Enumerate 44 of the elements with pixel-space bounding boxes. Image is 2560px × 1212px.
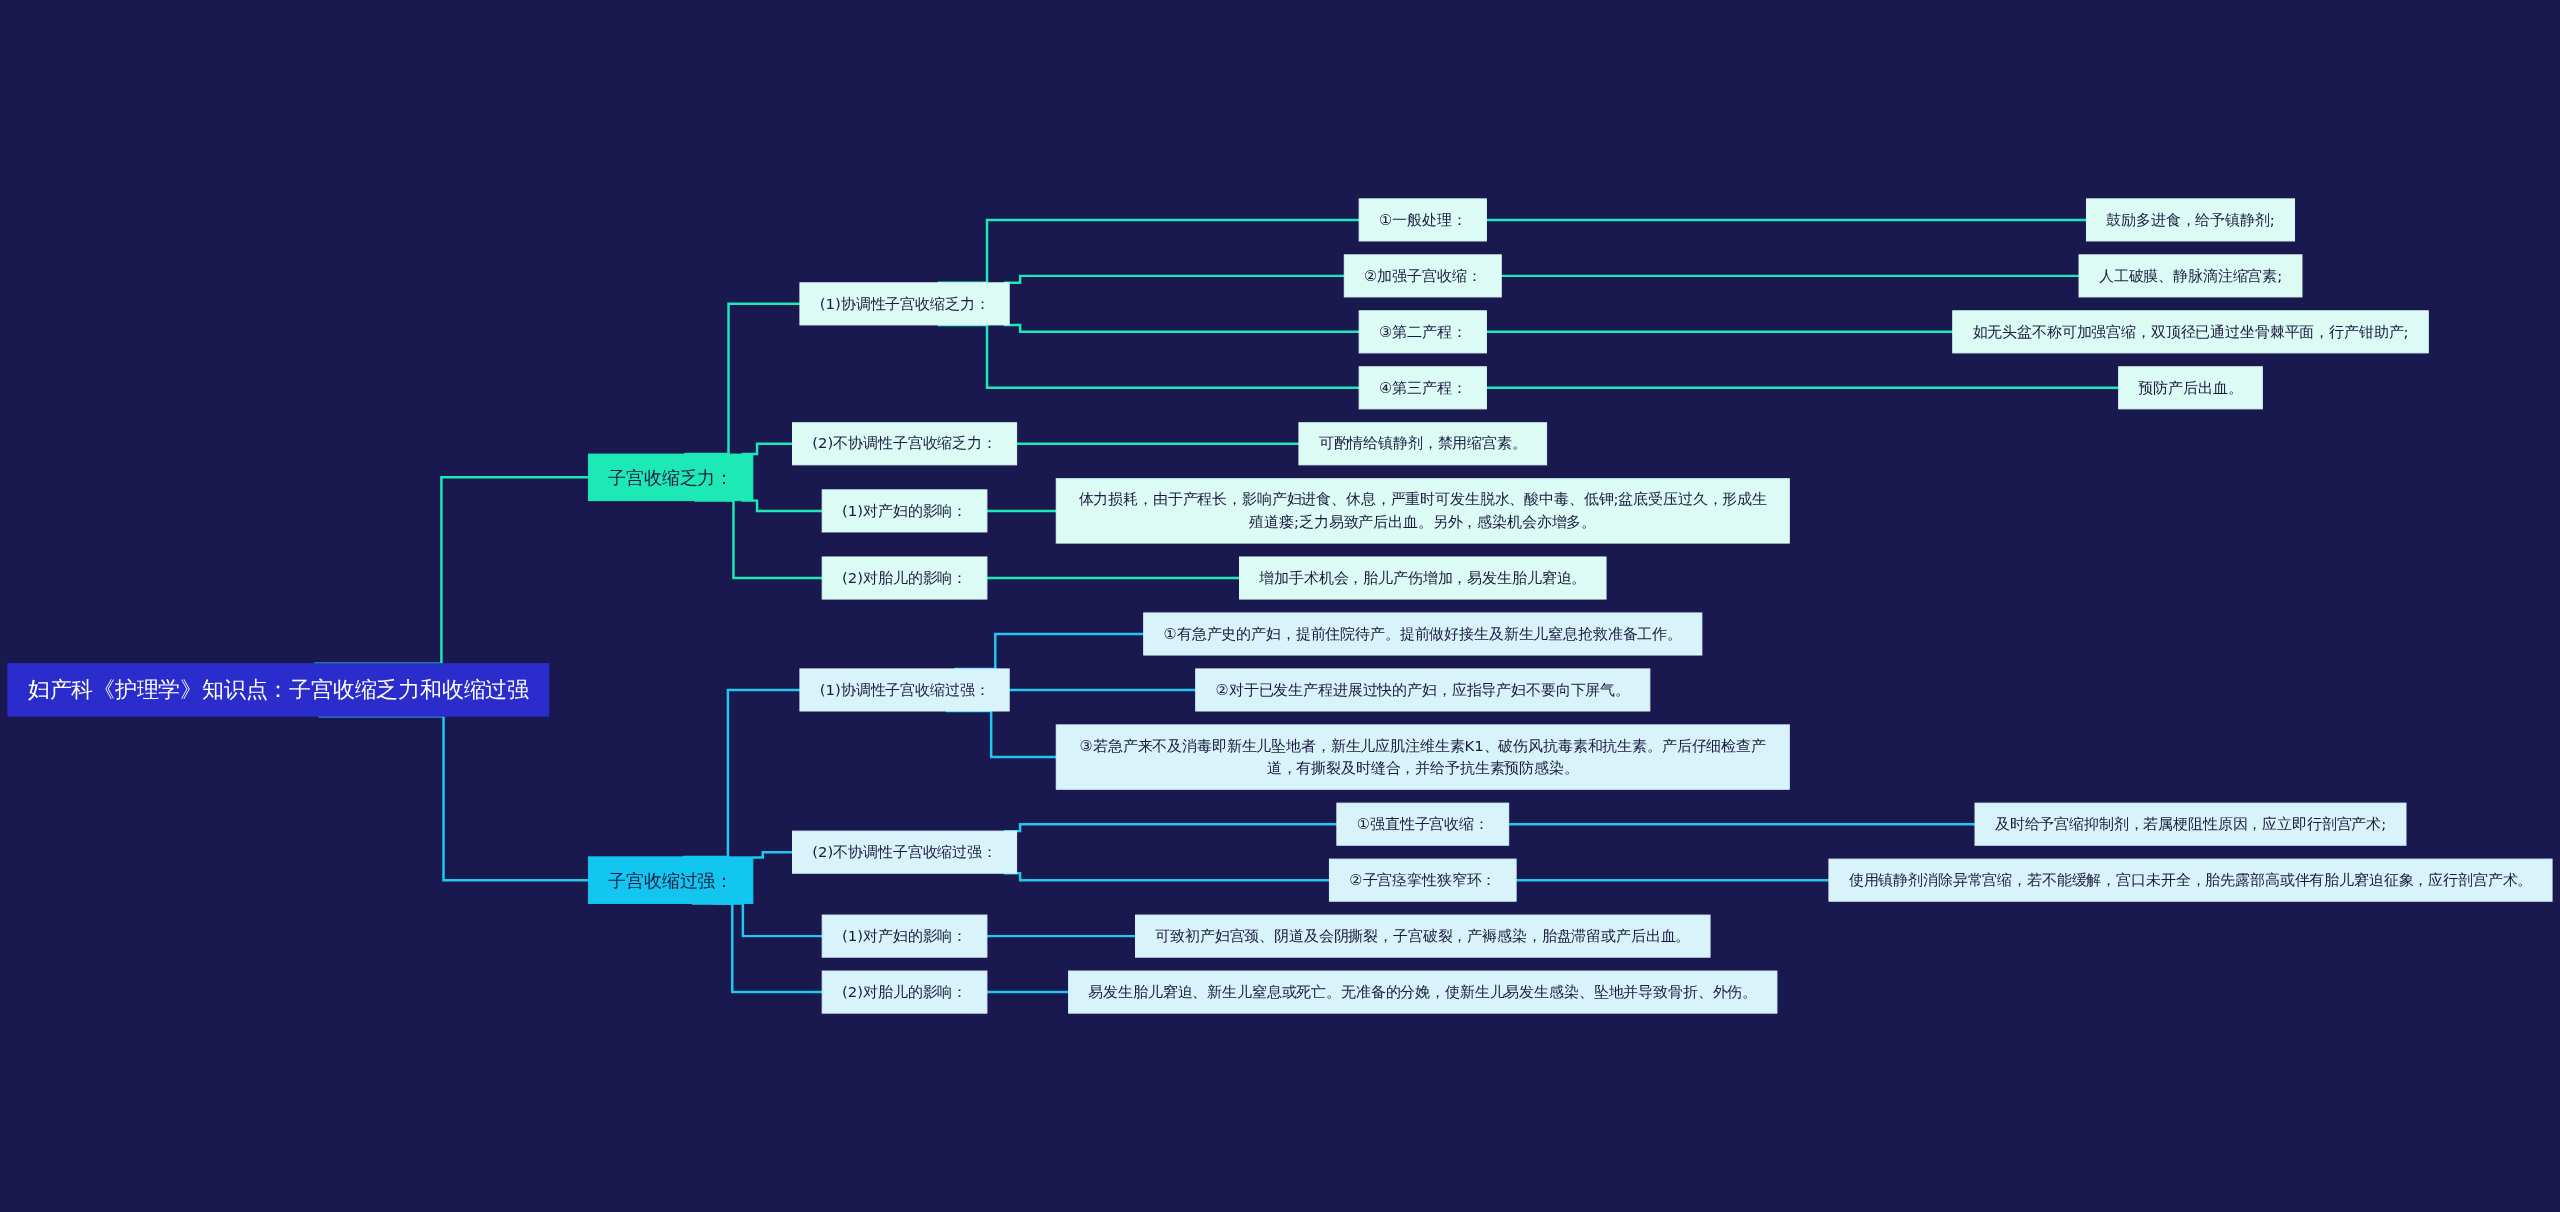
connector — [1009, 688, 1196, 692]
node-box: ①强直性子宫收缩： — [1336, 802, 1510, 846]
node-box: ③若急产来不及消毒即新生儿坠地者，新生儿应肌注维生素K1、破伤风抗毒素和抗生素。产后仔细检查产道，有撕裂及时缝合，并给予抗生素预防感染。 — [1055, 724, 1790, 790]
node-box: 易发生胎儿窘迫、新生儿窒息或死亡。无准备的分娩，使新生儿易发生感染、坠地并导致骨折、外伤。 — [1068, 970, 1778, 1014]
node-box: (1)对产妇的影响： — [821, 489, 988, 533]
node-box: ②加强子宫收缩： — [1343, 254, 1502, 298]
node-box: ④第三产程： — [1358, 366, 1487, 410]
connector — [1486, 386, 2119, 390]
node-box: (2)对胎儿的影响： — [821, 970, 988, 1014]
node-box: ①一般处理： — [1358, 198, 1487, 242]
node-box: 可致初产妇宫颈、阴道及会阴撕裂，子宫破裂，产褥感染，胎盘滞留或产后出血。 — [1135, 914, 1711, 958]
node-box: ③第二产程： — [1358, 310, 1487, 354]
node-box: 体力损耗，由于产程长，影响产妇进食、休息，严重时可发生脱水、酸中毒、低钾;盆底受压过久，形成生殖道瘘;乏力易致产后出血。另外，感染机会亦增多。 — [1055, 478, 1790, 544]
node-box: (1)对产妇的影响： — [821, 914, 988, 958]
node-box: (1)协调性子宫收缩乏力： — [799, 282, 1010, 326]
connector — [1486, 218, 2087, 222]
connector — [1486, 330, 1953, 334]
node-box: 增加手术机会，胎儿产伤增加，易发生胎儿窘迫。 — [1239, 556, 1607, 600]
node-box: 预防产后出血。 — [2118, 366, 2263, 410]
connector — [1508, 822, 1975, 826]
node-box: (2)不协调性子宫收缩过强： — [792, 830, 1018, 874]
node-box: 人工破膜、静脉滴注缩宫素; — [2078, 254, 2303, 298]
node-box: 子宫收缩乏力： — [587, 453, 754, 502]
node-box: ②对于已发生产程进展过快的产妇，应指导产妇不要向下屏气。 — [1195, 668, 1651, 712]
node-box: (2)对胎儿的影响： — [821, 556, 988, 600]
connector — [986, 509, 1057, 513]
node-box: 鼓励多进食，给予镇静剂; — [2085, 198, 2296, 242]
connector — [986, 990, 1069, 994]
node-box: 可酌情给镇静剂，禁用缩宫素。 — [1298, 422, 1548, 466]
node-box: 及时给予宫缩抑制剂，若属梗阻性原因，应立即行剖宫产术; — [1974, 802, 2407, 846]
node-box: 使用镇静剂消除异常宫缩，若不能缓解，宫口未开全，胎先露部高或伴有胎儿窘迫征象，应行剖宫产术。 — [1828, 858, 2553, 902]
node-box: ②子宫痉挛性狭窄环： — [1328, 858, 1517, 902]
node-box: (1)协调性子宫收缩过强： — [799, 668, 1010, 712]
node-box: 如无头盆不称可加强宫缩，双顶径已通过坐骨棘平面，行产钳助产; — [1952, 310, 2429, 354]
node-box: 子宫收缩过强： — [587, 856, 754, 904]
node-box: (2)不协调性子宫收缩乏力： — [792, 422, 1018, 466]
connector — [752, 850, 793, 859]
connector — [1016, 442, 1299, 446]
connector — [1501, 274, 2080, 278]
node-box: 妇产科《护理学》知识点：子宫收缩乏力和收缩过强 — [7, 663, 550, 717]
connector — [1516, 878, 1829, 882]
connector — [986, 576, 1240, 580]
node-box: ①有急产史的产妇，提前住院待产。提前做好接生及新生儿窒息抢救准备工作。 — [1143, 612, 1703, 656]
connector — [986, 934, 1136, 938]
